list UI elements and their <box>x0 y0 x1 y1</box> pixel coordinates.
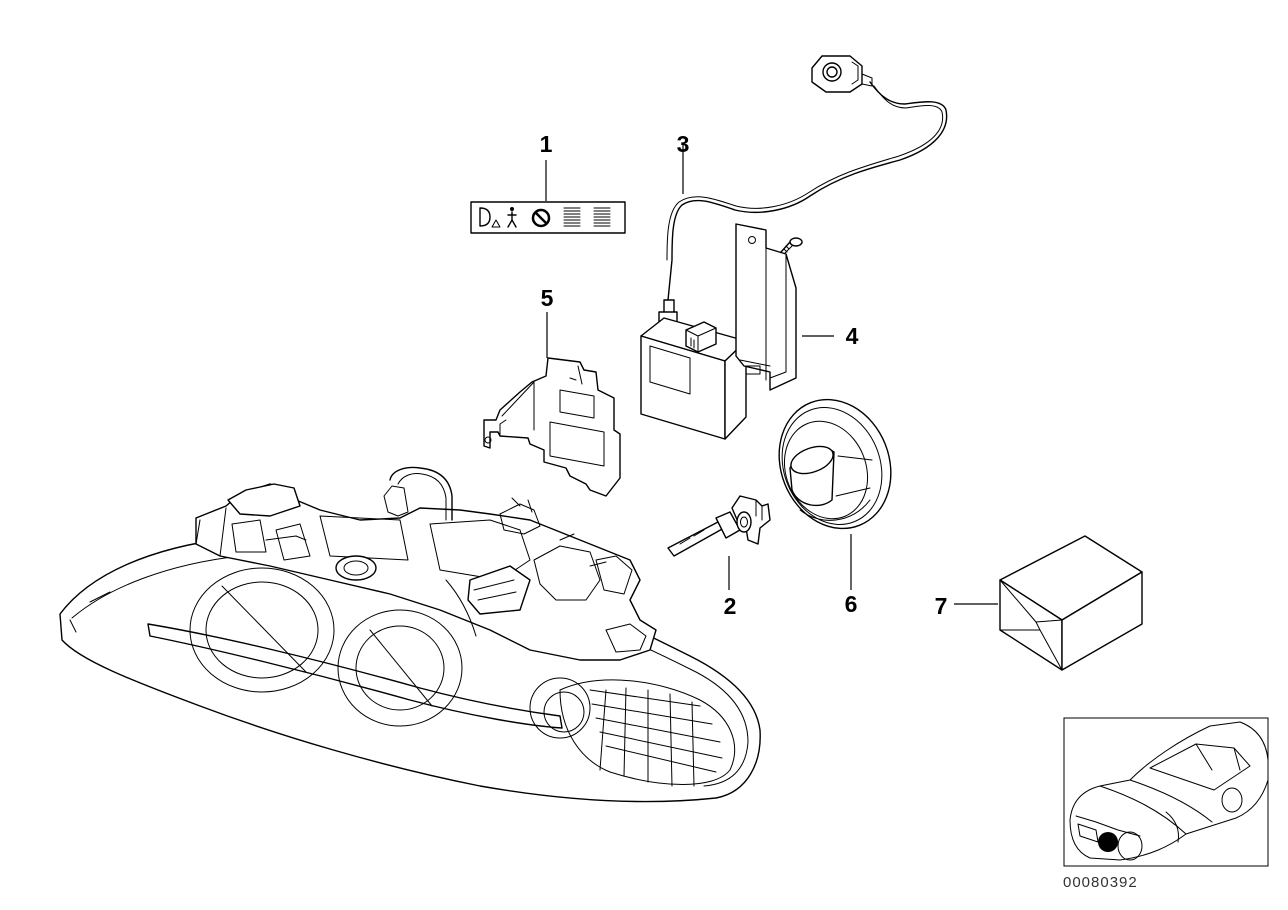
prohibited-icon <box>531 208 551 228</box>
document-number: 00080392 <box>1063 874 1138 891</box>
callout-3[interactable]: 3 <box>677 131 690 157</box>
callout-4[interactable]: 4 <box>846 323 859 349</box>
callout-5[interactable]: 5 <box>541 285 554 311</box>
mounting-bracket[interactable] <box>735 223 834 391</box>
holder-plate[interactable] <box>483 312 621 497</box>
callout-2[interactable]: 2 <box>724 593 737 619</box>
repair-kit-box[interactable] <box>954 535 1143 671</box>
callout-7[interactable]: 7 <box>935 593 948 619</box>
screw-icon <box>780 237 803 256</box>
warning-label[interactable] <box>470 160 626 234</box>
callout-1[interactable]: 1 <box>540 131 553 157</box>
control-unit[interactable] <box>640 55 948 440</box>
car-silhouette <box>1069 721 1269 861</box>
cable-connector <box>811 55 873 93</box>
car-locator-inset <box>1063 717 1269 867</box>
callout-6[interactable]: 6 <box>845 591 858 617</box>
xenon-bulb[interactable] <box>667 495 771 590</box>
headlight-assembly <box>59 466 761 803</box>
text-lines-icon <box>563 207 611 227</box>
cover-cap[interactable] <box>760 383 910 590</box>
location-marker-icon <box>1098 832 1118 852</box>
person-icon <box>507 207 517 228</box>
